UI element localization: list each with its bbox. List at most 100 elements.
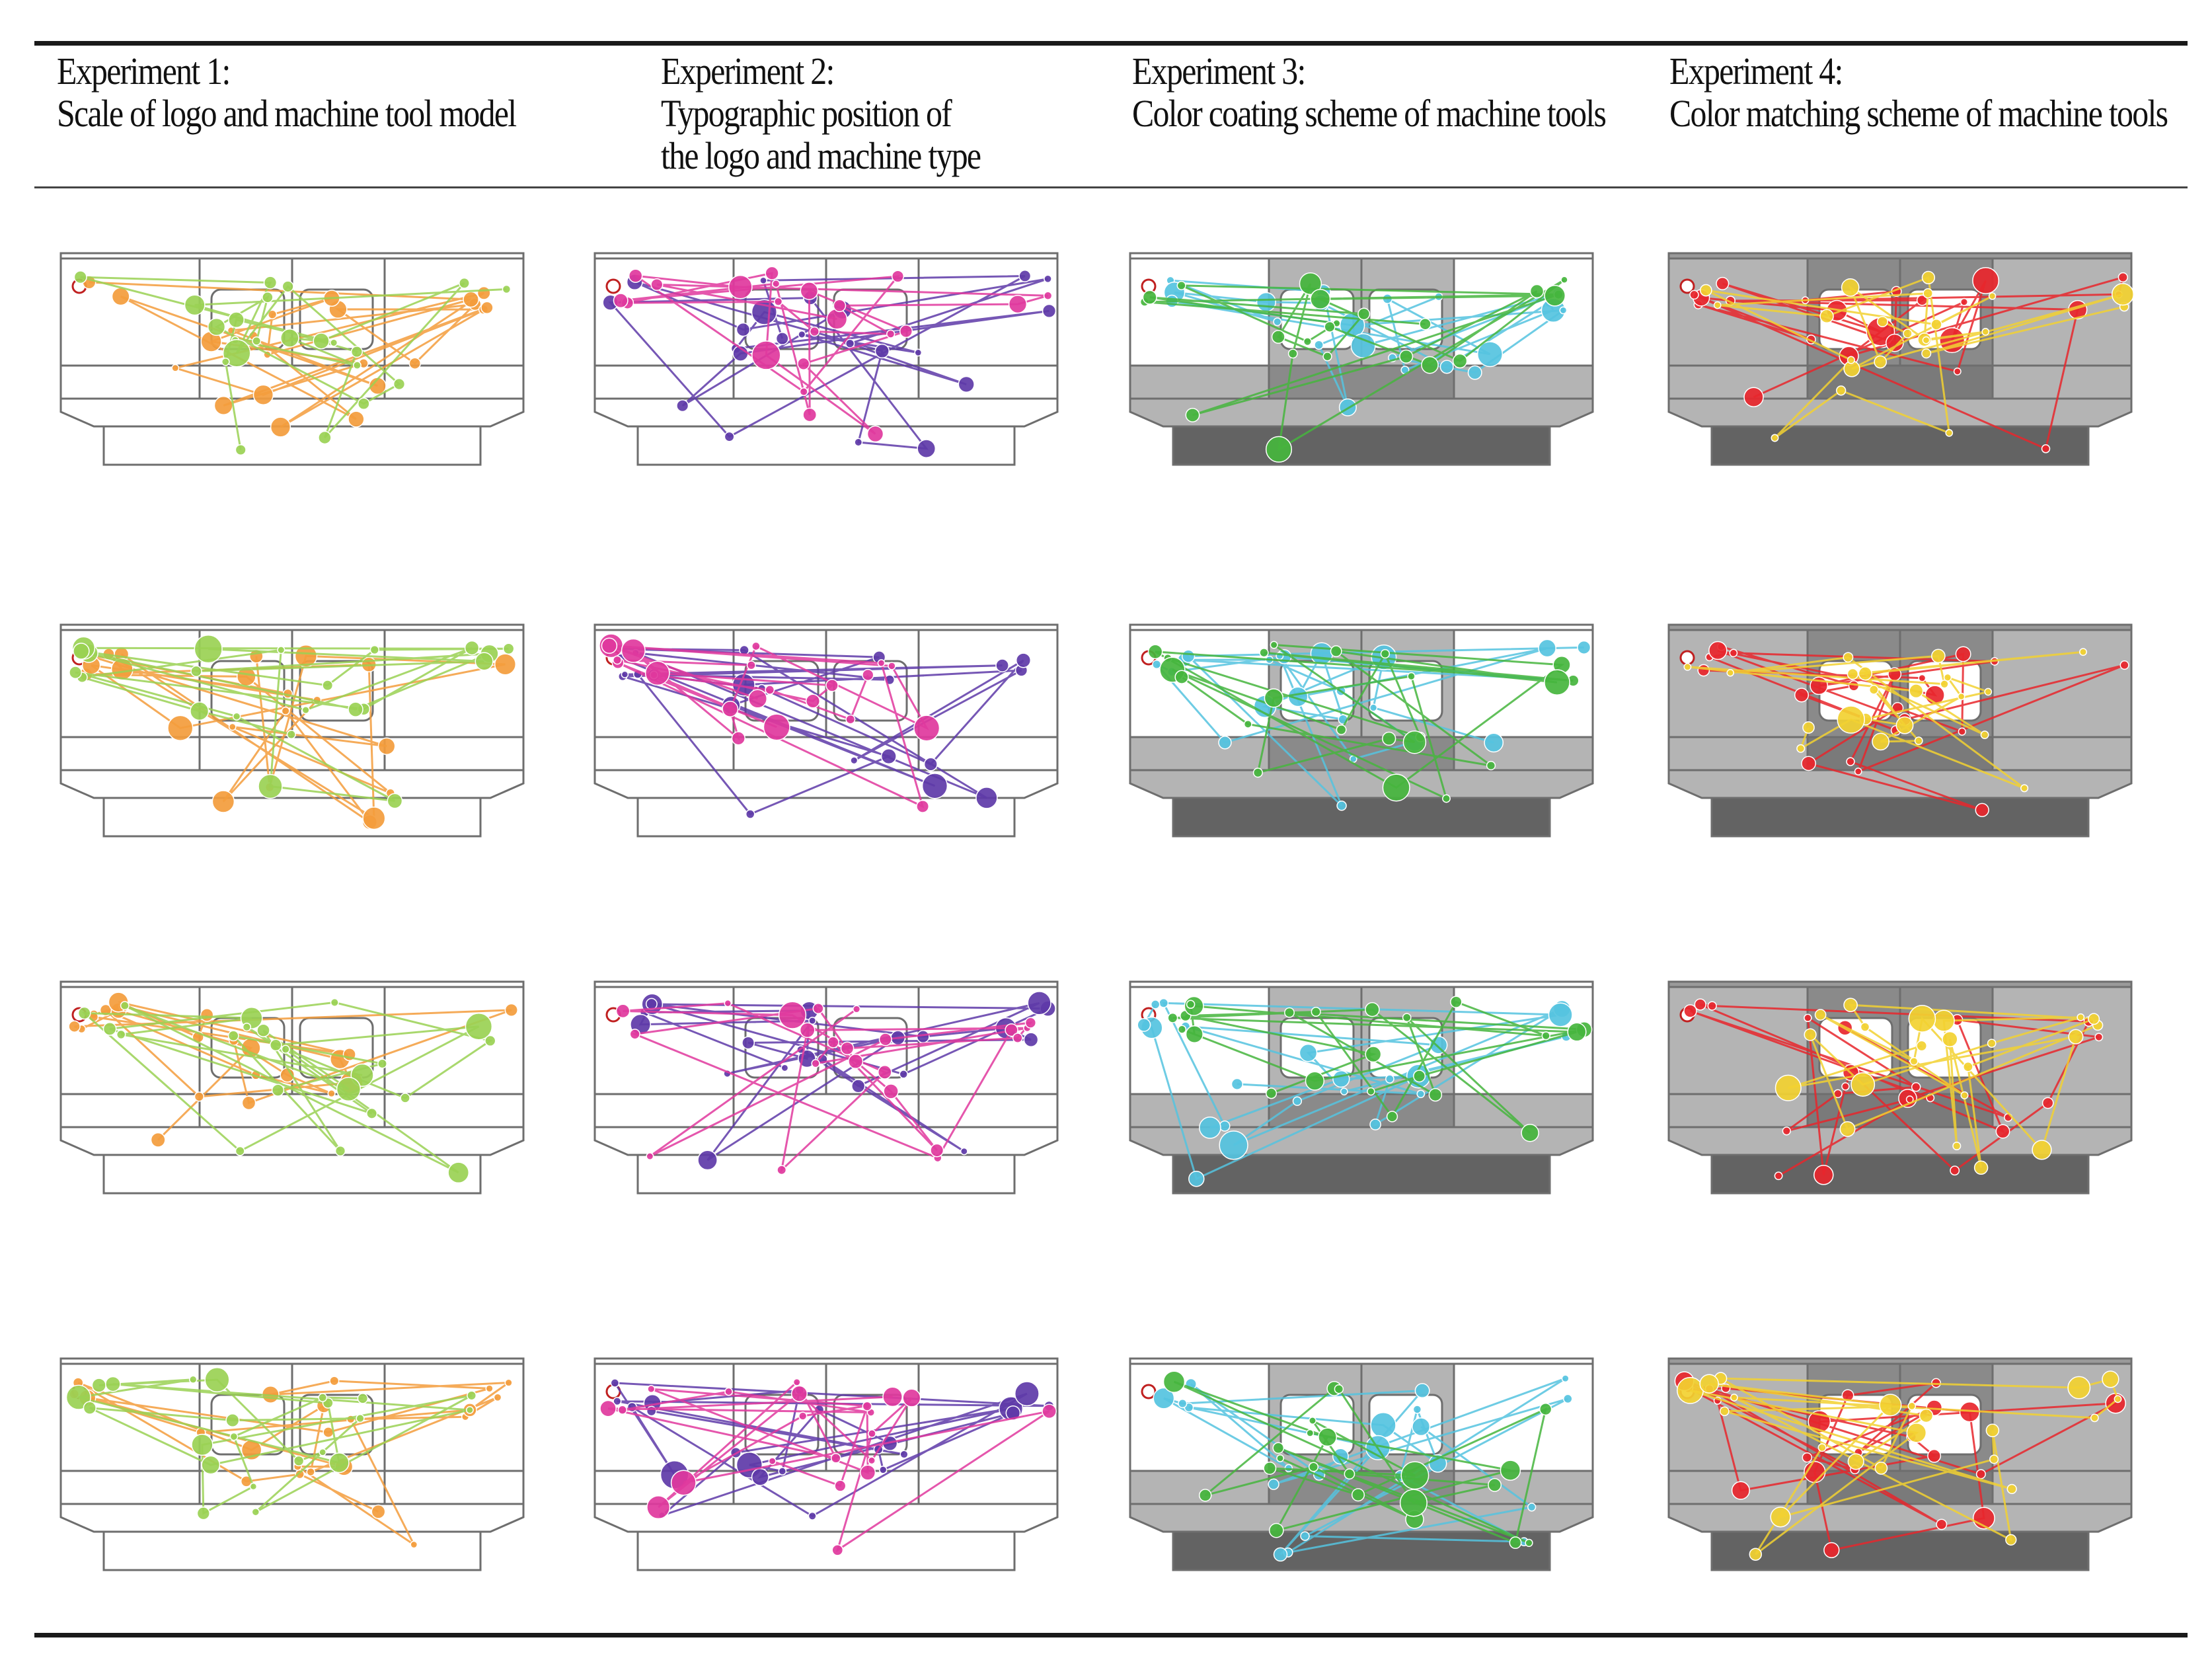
gaze-fixation xyxy=(1018,270,1032,282)
gaze-fixation xyxy=(1414,1383,1430,1399)
gaze-scanpath xyxy=(1788,1004,2098,1168)
gaze-fixation xyxy=(877,659,886,667)
machine-pedestal xyxy=(1172,425,1551,466)
panel-exp3-row1 xyxy=(1129,252,1594,466)
gaze-fixation xyxy=(1147,644,1163,660)
bottom-rule xyxy=(34,1633,2188,1637)
gaze-fixation xyxy=(1310,288,1331,310)
gaze-fixation xyxy=(69,666,83,680)
gaze-fixation xyxy=(1024,1017,1037,1029)
gaze-fixation xyxy=(484,1035,496,1047)
gaze-fixation xyxy=(207,317,226,336)
machine-pedestal xyxy=(102,1530,482,1571)
machine-pedestal xyxy=(102,797,482,838)
gaze-fixation xyxy=(1854,768,1862,775)
gaze-fixation xyxy=(393,377,406,391)
gaze-fixation xyxy=(650,278,664,292)
gaze-fixation xyxy=(504,1378,513,1387)
gaze-scanpath xyxy=(81,1001,493,1174)
gaze-fixation xyxy=(1042,303,1057,319)
machine-pedestal xyxy=(636,1154,1016,1195)
gaze-fixation xyxy=(201,1455,221,1475)
gaze-fixation xyxy=(327,1089,336,1098)
gaze-fixation xyxy=(615,1004,630,1019)
gaze-fixation xyxy=(848,1053,864,1070)
machine-base-chamfer xyxy=(1667,1503,2133,1533)
gaze-fixation xyxy=(1802,721,1815,734)
gaze-fixation xyxy=(1841,1389,1854,1402)
gaze-fixation xyxy=(1984,688,1993,696)
gaze-fixation xyxy=(1231,1078,1244,1091)
gaze-fixation xyxy=(2111,283,2135,306)
gaze-fixation xyxy=(1044,274,1052,284)
gaze-fixation xyxy=(263,276,278,290)
gaze-fixation xyxy=(798,1411,808,1421)
gaze-fixation xyxy=(878,1466,888,1474)
gaze-fixation xyxy=(759,276,767,285)
gaze-scanpath xyxy=(75,647,509,802)
gaze-fixation xyxy=(834,1479,847,1492)
gaze-fixation xyxy=(1923,288,1933,299)
gaze-fixation xyxy=(2041,444,2051,453)
gaze-fixation xyxy=(763,713,790,741)
gaze-fixation xyxy=(1972,267,2000,294)
gaze-fixation xyxy=(1142,290,1157,305)
panel-exp4-row3 xyxy=(1667,980,2133,1195)
gaze-fixation xyxy=(1906,1423,1927,1443)
gaze-fixation xyxy=(1399,1489,1428,1517)
gaze-fixation xyxy=(883,1084,899,1099)
gaze-fixation xyxy=(336,1076,362,1102)
gaze-fixation xyxy=(249,1482,258,1491)
gaze-fixation xyxy=(773,297,783,306)
gaze-fixation xyxy=(228,723,237,731)
gaze-fixation xyxy=(1264,688,1283,708)
panel-exp1-row4 xyxy=(59,1357,525,1571)
gaze-fixation xyxy=(377,1058,387,1069)
gaze-fixation xyxy=(800,282,819,300)
gaze-fixation xyxy=(1689,290,1699,300)
gaze-fixation xyxy=(1336,801,1347,811)
gaze-fixation xyxy=(1677,1376,1704,1404)
gaze-fixation xyxy=(387,793,403,809)
gaze-fixation xyxy=(1271,330,1285,344)
gaze-fixation xyxy=(1306,1429,1315,1437)
gaze-fixation xyxy=(262,292,274,303)
gaze-fixation xyxy=(1163,1370,1186,1393)
gaze-fixation xyxy=(670,1470,697,1496)
gaze-fixation xyxy=(1167,1012,1178,1023)
panel-exp2-row1 xyxy=(593,252,1059,466)
gaze-fixation xyxy=(1324,321,1336,333)
gaze-fixation xyxy=(1382,773,1410,802)
gaze-fixation xyxy=(1344,1468,1355,1479)
gaze-fixation xyxy=(493,1393,502,1402)
gaze-fixation xyxy=(282,280,294,293)
gaze-fixation xyxy=(797,357,810,370)
gaze-fixation xyxy=(1525,1538,1533,1548)
gaze-fixation xyxy=(1713,301,1722,309)
gaze-fixation xyxy=(502,284,512,294)
gaze-fixation xyxy=(286,729,296,740)
gaze-fixation xyxy=(281,1045,290,1054)
gaze-fixation xyxy=(736,322,751,337)
gaze-fixation xyxy=(1303,337,1312,346)
gaze-fixation xyxy=(227,1030,239,1042)
gaze-fixation xyxy=(1188,1170,1205,1187)
gaze-fixation xyxy=(1945,429,1954,437)
gaze-fixation xyxy=(1782,1126,1791,1136)
gaze-fixation xyxy=(1839,1121,1856,1137)
gaze-scanpath xyxy=(1173,1380,1547,1544)
gaze-scanpath xyxy=(613,1382,1049,1518)
panel-exp3-row3 xyxy=(1129,980,1594,1195)
gaze-fixation xyxy=(1847,1453,1864,1470)
gaze-fixation xyxy=(1150,1000,1161,1009)
machine-base-chamfer xyxy=(59,1126,525,1156)
gaze-fixation xyxy=(1428,1087,1443,1102)
column-title-1: Experiment 1: xyxy=(57,50,231,93)
gaze-fixation xyxy=(1819,309,1834,324)
machine-base-chamfer xyxy=(59,1503,525,1533)
gaze-fixation xyxy=(1300,1531,1310,1541)
gaze-fixation xyxy=(1027,991,1051,1015)
gaze-fixation xyxy=(840,1041,855,1056)
gaze-fixation xyxy=(1332,1070,1350,1088)
header-rule xyxy=(34,186,2188,188)
